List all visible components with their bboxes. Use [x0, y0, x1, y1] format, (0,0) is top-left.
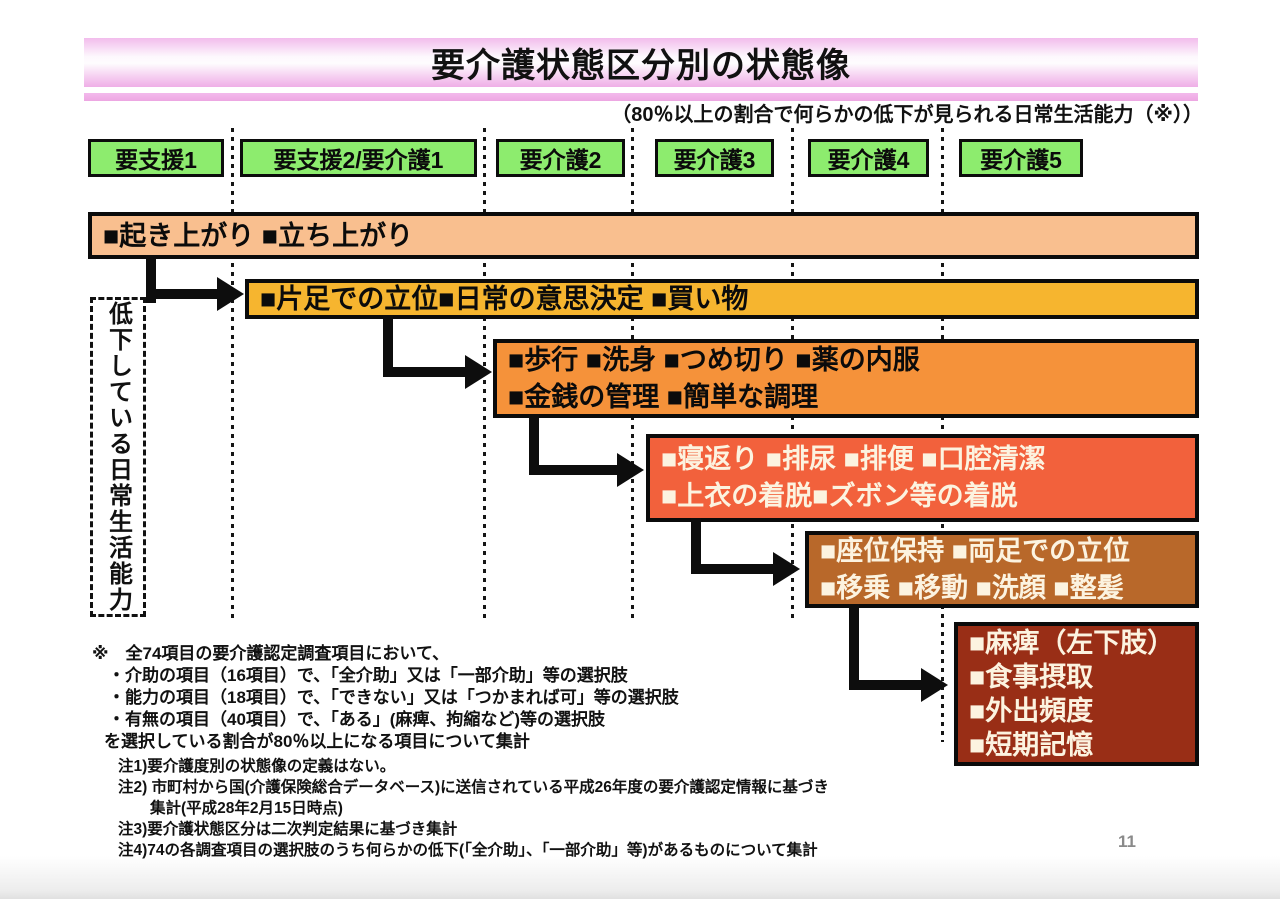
care-level-box-yokaigo2: 要介護2: [496, 139, 625, 177]
ability-bar-5-line-1: ■座位保持 ■両足での立位: [820, 535, 1131, 566]
ability-bar-6-line-4: ■短期記憶: [969, 730, 1094, 760]
arrow-line: [383, 367, 467, 377]
ability-bar-2: ■片足での立位■日常の意思決定 ■買い物: [245, 279, 1199, 319]
ability-bar-6-line-1: ■麻痺（左下肢）: [969, 628, 1175, 658]
care-level-box-yoshien1: 要支援1: [88, 139, 224, 177]
arrow-line: [529, 414, 539, 475]
ability-bar-6-line-3: ■外出頻度: [969, 696, 1094, 726]
arrow-head-icon: [217, 277, 244, 311]
page-number: 11: [1118, 832, 1136, 851]
note-2-continued: 集計(平成28年2月15日時点): [150, 800, 343, 817]
note-2: 注2) 市町村から国(介護保険総合データベース)に送信されている平成26年度の要…: [118, 779, 829, 796]
footnote-header: ※ 全74項目の要介護認定調査項目において、: [92, 644, 450, 663]
care-level-box-yokaigo5: 要介護5: [959, 139, 1083, 177]
ability-bar-1: ■起き上がり ■立ち上がり: [88, 212, 1199, 259]
ability-bar-3-line-2: ■金銭の管理 ■簡単な調理: [508, 381, 819, 412]
ability-bar-2-line: ■片足での立位■日常の意思決定 ■買い物: [260, 284, 749, 314]
ability-bar-5-line-2: ■移乗 ■移動 ■洗顔 ■整髪: [820, 572, 1124, 603]
arrow-head-icon: [773, 552, 800, 586]
bottom-fade-decoration: [0, 856, 1280, 899]
arrow-line: [146, 255, 156, 303]
ability-bar-5: ■座位保持 ■両足での立位 ■移乗 ■移動 ■洗顔 ■整髪: [805, 531, 1199, 608]
footnote-bullet-1: ・介助の項目（16項目）で、「全介助」又は「一部介助」等の選択肢: [108, 666, 628, 685]
title-banner-strip: [84, 93, 1198, 101]
arrow-head-icon: [921, 668, 948, 702]
footnote-bullet-2: ・能力の項目（18項目）で、「できない」又は「つかまれば可」等の選択肢: [108, 688, 679, 707]
note-3: 注3)要介護状態区分は二次判定結果に基づき集計: [118, 821, 458, 838]
note-4: 注4)74の各調査項目の選択肢のうち何らかの低下(「全介助」、「一部介助」等)が…: [118, 842, 818, 859]
ability-bar-4: ■寝返り ■排尿 ■排便 ■口腔清潔 ■上衣の着脱■ズボン等の着脱: [646, 434, 1199, 522]
ability-bar-6: ■麻痺（左下肢） ■食事摂取 ■外出頻度 ■短期記憶: [954, 622, 1199, 766]
arrow-head-icon: [617, 453, 644, 487]
ability-bar-1-line: ■起き上がり ■立ち上がり: [103, 220, 414, 251]
care-level-box-yokaigo3: 要介護3: [655, 139, 774, 177]
arrow-head-icon: [465, 355, 492, 389]
declining-abilities-label: 低下している日常生活能力: [104, 301, 132, 613]
page-title: 要介護状態区分別の状態像: [431, 47, 851, 85]
declining-abilities-label-box: 低下している日常生活能力: [90, 297, 146, 617]
arrow-line: [146, 289, 218, 299]
ability-bar-3-line-1: ■歩行 ■洗身 ■つめ切り ■薬の内服: [508, 344, 920, 375]
ability-bar-6-line-2: ■食事摂取: [969, 662, 1094, 692]
arrow-line: [383, 315, 393, 377]
footnote-summary: を選択している割合が80％以上になる項目について集計: [104, 732, 530, 751]
ability-bar-4-line-1: ■寝返り ■排尿 ■排便 ■口腔清潔: [661, 444, 1046, 474]
footnote-block: ※ 全74項目の要介護認定調査項目において、 ・介助の項目（16項目）で、「全介…: [92, 643, 932, 861]
arrow-line: [691, 518, 701, 574]
ability-bar-3: ■歩行 ■洗身 ■つめ切り ■薬の内服 ■金銭の管理 ■簡単な調理: [493, 339, 1199, 418]
footnote-bullet-3: ・有無の項目（40項目）で、「ある」(麻痺、拘縮など)等の選択肢: [108, 710, 606, 729]
arrow-line: [849, 680, 923, 690]
subtitle: （80％以上の割合で何らかの低下が見られる日常生活能力（※））: [611, 104, 1203, 126]
arrow-line: [691, 564, 775, 574]
arrow-line: [529, 465, 619, 475]
title-banner: 要介護状態区分別の状態像: [84, 38, 1198, 87]
arrow-line: [849, 604, 859, 690]
column-divider-1: [231, 128, 234, 620]
note-1: 注1)要介護度別の状態像の定義はない。: [118, 758, 396, 775]
ability-bar-4-line-2: ■上衣の着脱■ズボン等の着脱: [661, 481, 1018, 511]
care-level-box-yokaigo4: 要介護4: [808, 139, 929, 177]
care-level-box-yoshien2-yokaigo1: 要支援2/要介護1: [240, 139, 477, 177]
